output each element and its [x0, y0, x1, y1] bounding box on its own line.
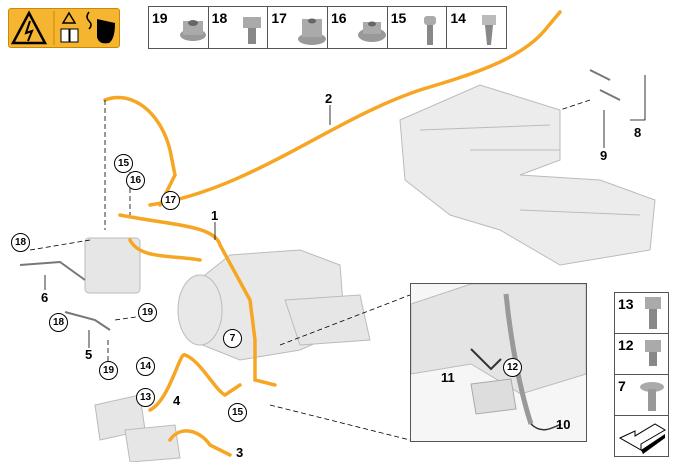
ground-straps [19, 69, 621, 331]
part-12[interactable]: 12 [615, 334, 668, 375]
leader-lines [29, 99, 591, 441]
hex-bolt-icon [645, 297, 661, 329]
callout-3: 3 [236, 445, 244, 460]
callout-11: 11 [441, 370, 455, 385]
flange-nut-icon [180, 20, 206, 41]
direction-arrow [615, 416, 668, 456]
part-19[interactable]: 19 [149, 7, 209, 48]
part-7[interactable]: 7 [615, 375, 668, 416]
callout-15: 15 [114, 154, 133, 173]
read-manual-icon [61, 11, 77, 24]
callout-5: 5 [85, 347, 93, 362]
callout-6: 6 [41, 290, 49, 305]
callout-2: 2 [325, 91, 333, 106]
rivet-bolt-icon [640, 382, 664, 411]
part-16[interactable]: 16 [328, 7, 388, 48]
detail-drawing [411, 284, 586, 431]
arrow-icon [618, 423, 666, 454]
callout-10: 10 [556, 417, 571, 432]
high-voltage-icon [10, 10, 115, 45]
callout-16: 16 [126, 171, 145, 190]
hex-bolt-icon [242, 17, 261, 44]
part-17[interactable]: 17 [268, 7, 329, 48]
callout-1: 1 [211, 208, 219, 223]
hardware-legend-top: 19 18 17 16 15 14 [148, 6, 507, 49]
part-18[interactable]: 18 [209, 7, 269, 48]
callout-18: 18 [11, 233, 30, 252]
callout-9: 9 [600, 148, 608, 163]
torx-bolt-icon [482, 15, 497, 45]
no-touch-hand-icon [97, 19, 115, 44]
hv-warning-label [8, 8, 120, 48]
callout-15: 15 [228, 403, 247, 422]
callout-17: 17 [161, 191, 180, 210]
part-15[interactable]: 15 [388, 7, 448, 48]
callout-4: 4 [173, 393, 181, 408]
callout-8: 8 [634, 125, 642, 140]
callout-19: 19 [138, 303, 157, 322]
part-14[interactable]: 14 [447, 7, 506, 48]
collar-nut-icon [298, 18, 327, 45]
socket-screw-icon [423, 16, 436, 45]
hv-cables [103, 10, 562, 457]
callout-19: 19 [99, 361, 118, 380]
callout-14: 14 [136, 357, 155, 376]
callout-13: 13 [136, 388, 155, 407]
hex-bolt-icon [645, 340, 661, 366]
callout-12: 12 [503, 358, 522, 377]
part-13[interactable]: 13 [615, 293, 668, 334]
detail-inset [410, 283, 587, 442]
callout-7: 7 [223, 329, 242, 348]
hardware-legend-side: 13 12 7 [614, 292, 669, 457]
callout-18: 18 [49, 313, 68, 332]
electronics [84, 237, 371, 462]
flange-nut-icon [358, 21, 387, 42]
hv-battery [399, 84, 656, 266]
